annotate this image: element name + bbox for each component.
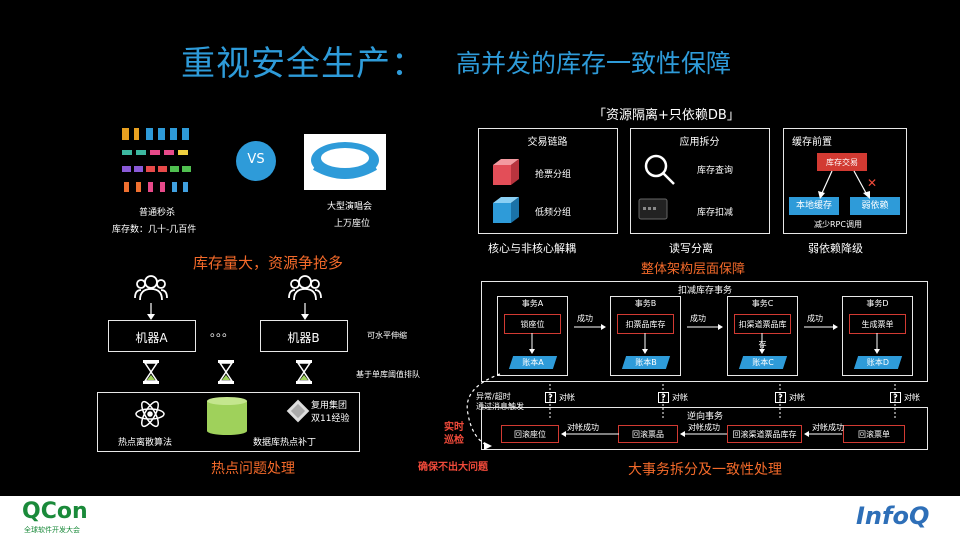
chip-icon <box>286 399 310 423</box>
footer: QCon 全球软件开发大会 InfoQ <box>0 496 960 540</box>
arch-box-cache: 缓存前置 库存交易 本地缓存 弱依赖 减少RPC调用 ✕ <box>783 128 907 234</box>
atom-icon <box>134 399 166 429</box>
tx-name: 事务A <box>521 299 544 308</box>
item2-title: 大型演唱会 <box>327 202 373 212</box>
arch-box3-note: 减少RPC调用 <box>814 220 862 229</box>
cache-arrows: ✕ <box>818 170 877 199</box>
algo-label: 热点离散算法 <box>118 438 173 448</box>
arch-box2-item1: 库存查询 <box>697 166 734 176</box>
loop-arrow <box>466 373 501 450</box>
title-main: 重视安全生产： <box>181 44 426 84</box>
db-patch-label: 数据库热点补丁 <box>253 438 317 448</box>
blue-cube-icon <box>491 195 521 225</box>
guarantee-label: 确保不出大问题 <box>418 462 488 473</box>
arch-box1-item2: 低频分组 <box>535 208 572 218</box>
arch-box-app: 应用拆分 库存查询 库存扣减 <box>630 128 770 234</box>
realtime-line2: 巡检 <box>444 435 464 446</box>
infoq-logo: InfoQ <box>856 502 930 530</box>
rollback-box: 回滚渠道票品库存 <box>727 425 802 443</box>
arch-box2-title: 应用拆分 <box>679 137 720 148</box>
rollback-success-label: 对帐成功 <box>688 423 720 432</box>
reconcile-label: 对帐 <box>789 393 805 402</box>
database-box: 热点离散算法 复用集团 双11经验 数据库热点补丁 <box>97 392 360 452</box>
left-arrows <box>147 303 309 320</box>
tx-section-label: 大事务拆分及一致性处理 <box>628 462 782 478</box>
reverse-title: 逆向事务 <box>686 412 723 422</box>
shoes-icon <box>120 126 192 198</box>
arch-box3-caption: 弱依赖降级 <box>808 242 863 255</box>
users-icon <box>288 274 322 302</box>
arch-box2-item2: 库存扣减 <box>697 208 734 218</box>
search-icon <box>643 153 677 187</box>
red-cube-icon <box>491 157 521 187</box>
reconcile-label: 对帐 <box>672 393 688 402</box>
note-queue: 基于单库阈值排队 <box>356 370 420 379</box>
arch-section-label: 整体架构层面保障 <box>641 262 746 277</box>
reuse-line1: 复用集团 <box>311 401 348 411</box>
success-label: 成功 <box>577 314 593 323</box>
arch-box1-item1: 抢票分组 <box>535 170 572 180</box>
arch-box3-left: 本地缓存 <box>789 197 839 215</box>
arch-box2-caption: 读写分离 <box>669 242 713 255</box>
vs-badge: VS <box>236 141 276 181</box>
arch-box3-top: 库存交易 <box>817 153 867 171</box>
svg-text:✕: ✕ <box>867 176 877 190</box>
arch-box-trade: 交易链路 抢票分组 低频分组 <box>478 128 618 234</box>
machine-b-box: 机器B <box>260 320 348 352</box>
arch-box3-right: 弱依赖 <box>850 197 900 215</box>
tx-outer-box: 扣减库存事务 <box>481 281 928 382</box>
rollback-success-label: 对帐成功 <box>812 423 844 432</box>
success-label: 成功 <box>807 314 823 323</box>
qcon-logo: QCon <box>22 499 88 524</box>
arch-top-label: 「资源隔离+只依赖DB」 <box>593 108 740 123</box>
item1-title: 普通秒杀 <box>139 208 176 218</box>
tx-name: 事务C <box>751 299 774 308</box>
rollback-box: 回滚座位 <box>501 425 559 443</box>
arch-box1-caption: 核心与非核心解耦 <box>488 242 576 255</box>
machine-a-box: 机器A <box>108 320 196 352</box>
qcon-sub: 全球软件开发大会 <box>24 526 80 534</box>
arch-box3-title: 缓存前置 <box>792 137 832 148</box>
success-label: 成功 <box>690 314 706 323</box>
tx-name: 事务B <box>634 299 657 308</box>
left-footer-label: 热点问题处理 <box>211 461 295 477</box>
hourglass-icon <box>142 360 160 384</box>
left-headline: 库存量大，资源争抢多 <box>193 254 344 272</box>
slide: 重视安全生产： 高并发的库存一致性保障 普通秒杀 库存数：几十-几百件 VS 大… <box>97 44 928 478</box>
exception-line1: 异常/超时 <box>476 392 511 401</box>
users-icon <box>134 274 168 302</box>
exception-line2: 通过消息触发 <box>476 402 524 411</box>
tx-arrows <box>529 324 896 437</box>
machine-b-label: 机器B <box>287 331 320 345</box>
arch-box1-title: 交易链路 <box>527 137 568 148</box>
stadium-icon <box>304 134 386 190</box>
hourglass-icon <box>217 360 235 384</box>
note-scale: 可水平伸缩 <box>367 331 407 340</box>
item2-sub: 上万座位 <box>334 219 371 229</box>
machine-a-label: 机器A <box>135 331 168 345</box>
rollback-box: 回滚票单 <box>843 425 905 443</box>
tx-outer-title: 扣减库存事务 <box>677 286 732 296</box>
item1-sub: 库存数：几十-几百件 <box>112 225 197 235</box>
machine-dots: 。。。 <box>210 325 235 339</box>
hourglass-icon <box>295 360 313 384</box>
reconcile-label: 对帐 <box>559 393 575 402</box>
rollback-success-label: 对帐成功 <box>567 423 599 432</box>
title-sub: 高并发的库存一致性保障 <box>456 49 732 78</box>
reverse-tx-box: 逆向事务 <box>481 407 928 450</box>
database-icon <box>206 396 248 436</box>
card-icon <box>638 198 668 220</box>
tx-name: 事务D <box>866 299 889 308</box>
realtime-line1: 实时 <box>444 422 464 433</box>
reconcile-label: 对帐 <box>904 393 920 402</box>
reuse-line2: 双11经验 <box>311 414 350 424</box>
